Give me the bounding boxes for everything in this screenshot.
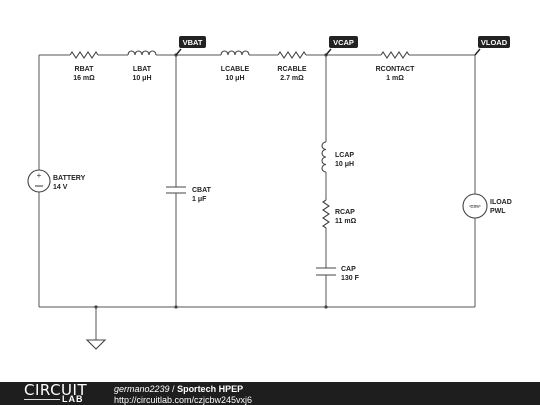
cap-value: 130 F — [341, 275, 360, 282]
voltage-source-battery[interactable]: + BATTERY 14 V — [27, 169, 86, 193]
battery-name: BATTERY — [53, 175, 86, 182]
lbat-value: 10 μH — [132, 75, 151, 82]
iload-value: PWL — [490, 208, 506, 215]
rcap-name: RCAP — [335, 209, 355, 216]
vcap-tag-label: VCAP — [333, 38, 354, 47]
rbat-value: 16 mΩ — [73, 75, 95, 82]
wires — [38, 54, 476, 340]
logo-top-text: CIRCUIT — [24, 381, 88, 399]
logo-wire-icon — [24, 399, 60, 400]
resistor-rcontact[interactable]: RCONTACT 1 mΩ — [376, 51, 415, 82]
resistor-rbat[interactable]: RBAT 16 mΩ — [69, 51, 99, 82]
lcable-value: 10 μH — [225, 75, 244, 82]
meta-separator: / — [169, 384, 178, 394]
rcap-value: 11 mΩ — [335, 218, 357, 225]
vbat-tag-label: VBAT — [183, 38, 203, 47]
cbat-value: 1 μF — [192, 196, 207, 203]
circuit-meta: germano2239 / Sportech HPEP — [114, 384, 243, 394]
plus-sign-icon: + — [37, 171, 42, 180]
inductor-lcable[interactable]: LCABLE 10 μH — [220, 50, 250, 82]
author-link[interactable]: germano2239 — [114, 384, 170, 394]
cap-name: CAP — [341, 266, 356, 273]
node-tag-vcap[interactable]: VCAP — [325, 36, 358, 56]
iload-symbol-text: CSV — [470, 204, 479, 209]
node-tag-vbat[interactable]: VBAT — [175, 36, 206, 56]
circuit-url-link[interactable]: http://circuitlab.com/czjcbw245vxj6 — [114, 395, 253, 405]
rcable-value: 2.7 mΩ — [280, 75, 304, 82]
battery-value: 14 V — [53, 184, 68, 191]
iload-name: ILOAD — [490, 199, 512, 206]
rcontact-value: 1 mΩ — [386, 75, 404, 82]
lcap-value: 10 μH — [335, 161, 354, 168]
junction-dots — [94, 53, 328, 309]
rbat-name: RBAT — [75, 66, 95, 73]
lbat-name: LBAT — [133, 66, 152, 73]
inductor-lcap[interactable]: LCAP 10 μH — [321, 141, 354, 173]
lcap-name: LCAP — [335, 152, 354, 159]
footer-bar: CIRCUIT LAB germano2239 / Sportech HPEP … — [0, 382, 540, 405]
resistor-rcable[interactable]: RCABLE 2.7 mΩ — [277, 51, 307, 82]
resistor-rcap[interactable]: RCAP 11 mΩ — [322, 199, 357, 229]
lcable-name: LCABLE — [221, 66, 250, 73]
inductor-lbat[interactable]: LBAT 10 μH — [127, 50, 157, 82]
rcontact-name: RCONTACT — [376, 66, 415, 73]
logo-bottom-text: LAB — [62, 394, 84, 404]
capacitor-cap[interactable]: CAP 130 F — [316, 266, 360, 282]
current-source-iload[interactable]: CSV ILOAD PWL — [462, 193, 512, 219]
circuit-title[interactable]: Sportech HPEP — [177, 384, 244, 394]
schematic-canvas: RBAT 16 mΩ LBAT 10 μH LCABLE 10 μH RCABL… — [27, 36, 512, 350]
capacitor-cbat[interactable]: CBAT 1 μF — [166, 186, 212, 203]
circuitlab-logo[interactable]: CIRCUIT LAB — [24, 383, 94, 404]
vload-tag-label: VLOAD — [481, 38, 508, 47]
cbat-name: CBAT — [192, 187, 212, 194]
node-tag-vload[interactable]: VLOAD — [474, 36, 510, 56]
ground-symbol[interactable] — [85, 339, 107, 350]
rcable-name: RCABLE — [277, 66, 306, 73]
